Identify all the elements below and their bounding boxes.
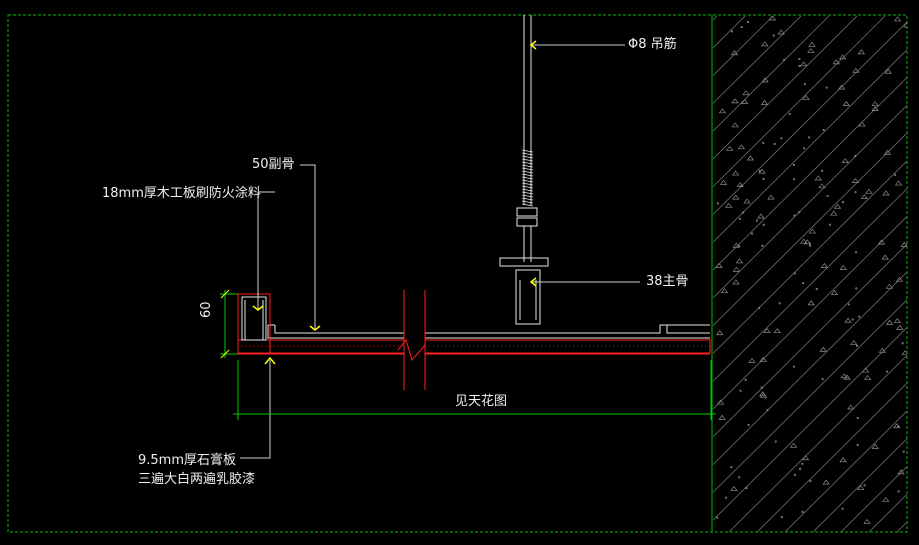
suspension-rod [516, 15, 538, 262]
label-gypsum-line1: 9.5mm厚石膏板 [138, 453, 237, 468]
label-secondary-keel: 50副骨 [252, 157, 295, 172]
main-keel-38 [499, 257, 549, 325]
label-gypsum-line2: 三遍大白两遍乳胶漆 [138, 472, 256, 487]
drawing-frame [7, 14, 908, 533]
label-main-keel: 38主骨 [646, 274, 689, 289]
dimension-lines [220, 289, 716, 420]
ceiling-assembly [237, 290, 711, 390]
label-dimension-60: 60 [199, 301, 214, 318]
label-rebar: Φ8 吊筋 [628, 37, 677, 52]
label-see-ceiling: 见天花图 [455, 394, 508, 409]
concrete-wall [711, 15, 907, 532]
leader-lines [240, 44, 640, 459]
label-plywood: 18mm厚木工板刷防火涂料 [102, 186, 261, 201]
leader-arrows [252, 40, 537, 365]
